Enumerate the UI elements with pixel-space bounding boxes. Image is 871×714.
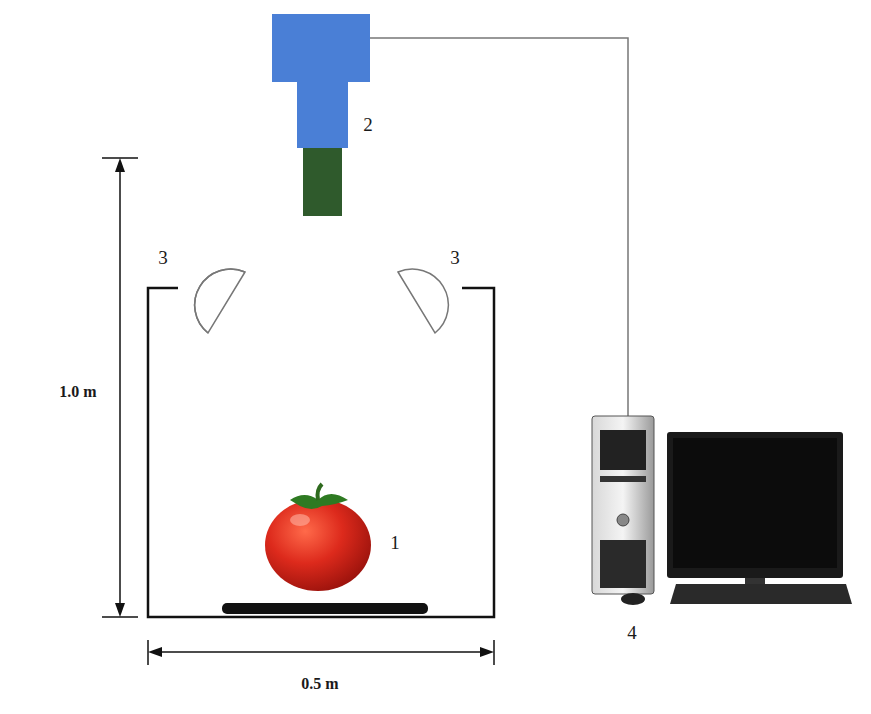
sample-plate	[222, 603, 428, 614]
drive-slot	[600, 476, 646, 482]
monitor-screen	[673, 438, 837, 568]
monitor	[667, 432, 843, 578]
callout-number: 3	[450, 248, 460, 267]
dimension-tick	[493, 640, 495, 665]
tomato-highlight	[290, 514, 310, 526]
callout-number: 1	[390, 533, 400, 552]
dimension-line	[119, 162, 121, 613]
dimension-arrow	[115, 603, 125, 617]
lamp	[398, 269, 448, 333]
imaging-chamber	[148, 288, 494, 617]
dimension-label: 1.0 m	[59, 384, 96, 400]
dimension-arrow	[115, 158, 125, 172]
mouse	[621, 593, 645, 605]
callout-number: 4	[627, 623, 637, 642]
tower-grille	[600, 540, 646, 588]
drive-bay	[600, 430, 646, 470]
lamp-edge	[195, 269, 245, 333]
tomato	[265, 499, 371, 591]
dimension-arrow	[148, 647, 162, 657]
camera-neck	[297, 82, 348, 148]
camera-body	[272, 14, 370, 82]
tomato-stem	[318, 484, 323, 500]
keyboard	[670, 584, 852, 604]
lamp	[195, 269, 245, 333]
callout-number: 2	[363, 115, 373, 134]
dimension-arrow	[480, 647, 494, 657]
dimension-label: 0.5 m	[301, 676, 338, 692]
dimension-tick	[147, 640, 149, 665]
power-button	[617, 514, 629, 526]
callout-number: 3	[158, 248, 168, 267]
dimension-line	[152, 651, 490, 653]
camera-lens	[303, 148, 342, 216]
camera-cable	[370, 38, 628, 418]
computer-tower	[592, 416, 654, 594]
